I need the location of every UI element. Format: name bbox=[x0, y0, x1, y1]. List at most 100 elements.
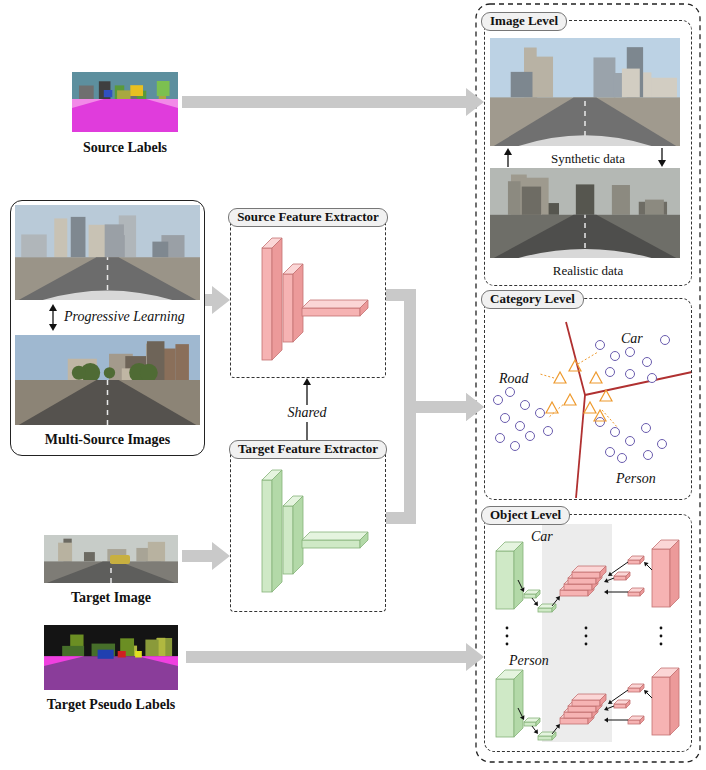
feature-block bbox=[560, 590, 588, 596]
label-region bbox=[156, 638, 172, 656]
building bbox=[521, 178, 549, 215]
ellipsis-dot bbox=[660, 635, 663, 638]
decision-boundary bbox=[576, 395, 585, 498]
arrow-line bbox=[647, 565, 652, 570]
feature-block-side bbox=[514, 542, 523, 609]
feature-block-side bbox=[293, 264, 303, 342]
alignment-arrow bbox=[540, 374, 554, 378]
arrow-head bbox=[49, 304, 57, 311]
arrow-head bbox=[466, 88, 484, 116]
ellipsis-dot bbox=[506, 627, 509, 630]
sample-point bbox=[526, 432, 535, 441]
arrow-head bbox=[466, 393, 484, 421]
arrow-line bbox=[507, 155, 508, 167]
feature-block bbox=[614, 704, 626, 708]
node-label: Target Pseudo Labels bbox=[47, 697, 176, 713]
arrow-line bbox=[608, 720, 628, 721]
feature-block-top bbox=[564, 578, 598, 584]
alignment-arrow bbox=[602, 410, 618, 428]
ground bbox=[490, 215, 680, 258]
decision-boundary bbox=[585, 372, 692, 395]
arrow-head bbox=[604, 578, 609, 583]
target-sample bbox=[590, 372, 602, 383]
lane-mark bbox=[110, 561, 112, 583]
feature-block bbox=[628, 592, 640, 596]
sample-point bbox=[642, 424, 651, 433]
label-map bbox=[44, 625, 178, 690]
edge-label: Shared bbox=[284, 405, 329, 421]
arrow-line bbox=[647, 693, 652, 698]
ellipsis-dot bbox=[585, 627, 588, 630]
lane-mark bbox=[107, 380, 109, 425]
feature-block bbox=[283, 506, 293, 574]
ellipsis-dot bbox=[506, 643, 509, 646]
feature-block-side bbox=[293, 496, 303, 574]
header-tag: Target Feature Extractor bbox=[229, 440, 387, 459]
building bbox=[622, 69, 640, 98]
feature-block-side bbox=[360, 532, 368, 548]
feature-block bbox=[614, 576, 626, 580]
sample-point bbox=[644, 451, 653, 460]
header-tag: Image Level bbox=[481, 12, 567, 31]
sample-point bbox=[606, 448, 615, 457]
decision-boundary bbox=[566, 322, 585, 395]
ellipsis-dot bbox=[585, 635, 588, 638]
label-road bbox=[44, 656, 178, 690]
car-hood bbox=[43, 291, 173, 301]
arrow-line bbox=[386, 407, 467, 518]
feature-block-side bbox=[640, 716, 644, 724]
ellipsis-dot bbox=[585, 643, 588, 646]
feature-block bbox=[564, 584, 592, 590]
road bbox=[494, 215, 676, 258]
node-label: Realistic data bbox=[553, 264, 623, 279]
italic-label: Person bbox=[616, 471, 656, 487]
ground bbox=[15, 257, 200, 300]
building bbox=[645, 200, 664, 215]
node-label: Synthetic data bbox=[551, 152, 625, 167]
arrow-line bbox=[552, 727, 558, 734]
arrow-line bbox=[608, 578, 614, 581]
match-band bbox=[542, 524, 612, 742]
building bbox=[105, 224, 124, 257]
arrow-head bbox=[520, 715, 524, 720]
feature-block-side bbox=[626, 700, 630, 708]
extractor-box: Source Feature Extractor bbox=[230, 217, 386, 378]
arrow-head bbox=[303, 378, 311, 385]
feature-block-top bbox=[560, 584, 594, 590]
arrow-line bbox=[386, 295, 467, 407]
sample-point bbox=[658, 440, 667, 449]
flow-arrow bbox=[186, 643, 484, 671]
label-object bbox=[98, 650, 114, 659]
sample-point bbox=[496, 434, 505, 443]
road bbox=[47, 561, 176, 583]
building bbox=[54, 218, 67, 257]
car-hood bbox=[519, 135, 652, 146]
label-region bbox=[117, 90, 130, 99]
sample-point bbox=[521, 401, 530, 410]
sample-point bbox=[626, 437, 635, 446]
arrow-head bbox=[658, 160, 666, 167]
feature-block-side bbox=[272, 238, 282, 360]
sample-point bbox=[536, 409, 545, 418]
sample-point bbox=[516, 422, 525, 431]
feature-block-top bbox=[564, 706, 598, 712]
arrow-head bbox=[644, 562, 649, 567]
arrow-line bbox=[52, 311, 53, 324]
road bbox=[19, 380, 197, 425]
feature-block bbox=[628, 688, 640, 692]
arrow-head bbox=[466, 393, 484, 421]
feature-block-side bbox=[670, 668, 679, 735]
building bbox=[148, 542, 165, 562]
sample-point bbox=[643, 358, 652, 367]
arrow-line bbox=[532, 598, 536, 603]
photo bbox=[490, 168, 680, 258]
target-sample bbox=[584, 402, 596, 413]
flow-arrow bbox=[182, 88, 484, 116]
label-region bbox=[62, 646, 84, 656]
arrow-head bbox=[604, 706, 609, 711]
feature-block bbox=[283, 274, 293, 342]
feature-block bbox=[262, 248, 272, 360]
node-label: Multi-Source Images bbox=[45, 432, 170, 448]
sample-point bbox=[611, 428, 620, 437]
feature-block bbox=[538, 736, 552, 740]
